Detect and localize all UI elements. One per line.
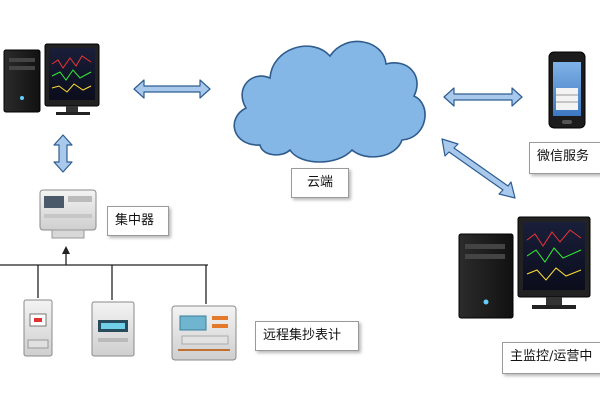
main-monitor-computer-icon <box>458 216 591 319</box>
arrow-up-to-collector <box>62 246 70 254</box>
collector-device-icon <box>39 189 97 239</box>
desktop-computer-icon <box>3 43 100 115</box>
bus-wiring <box>0 252 208 304</box>
din-meter-icon <box>91 301 135 357</box>
arrow-cloud-phone <box>443 87 523 107</box>
arrow-cloud-main-monitor <box>441 138 516 199</box>
wechat-service-label: 微信服务 <box>529 142 600 174</box>
breaker-meter-icon <box>23 299 53 357</box>
main-monitor-label: 主监控/运营中 <box>502 342 600 374</box>
arrow-computer-cloud <box>133 79 211 99</box>
collector-label: 集中器 <box>107 206 169 236</box>
arrow-computer-collector <box>53 134 73 173</box>
remote-meter-label: 远程集抄表计 <box>255 321 359 351</box>
smartphone-icon <box>548 51 586 129</box>
cloud-icon <box>233 40 426 163</box>
smart-meter-icon <box>171 305 237 361</box>
cloud-label: 云端 <box>291 168 349 198</box>
